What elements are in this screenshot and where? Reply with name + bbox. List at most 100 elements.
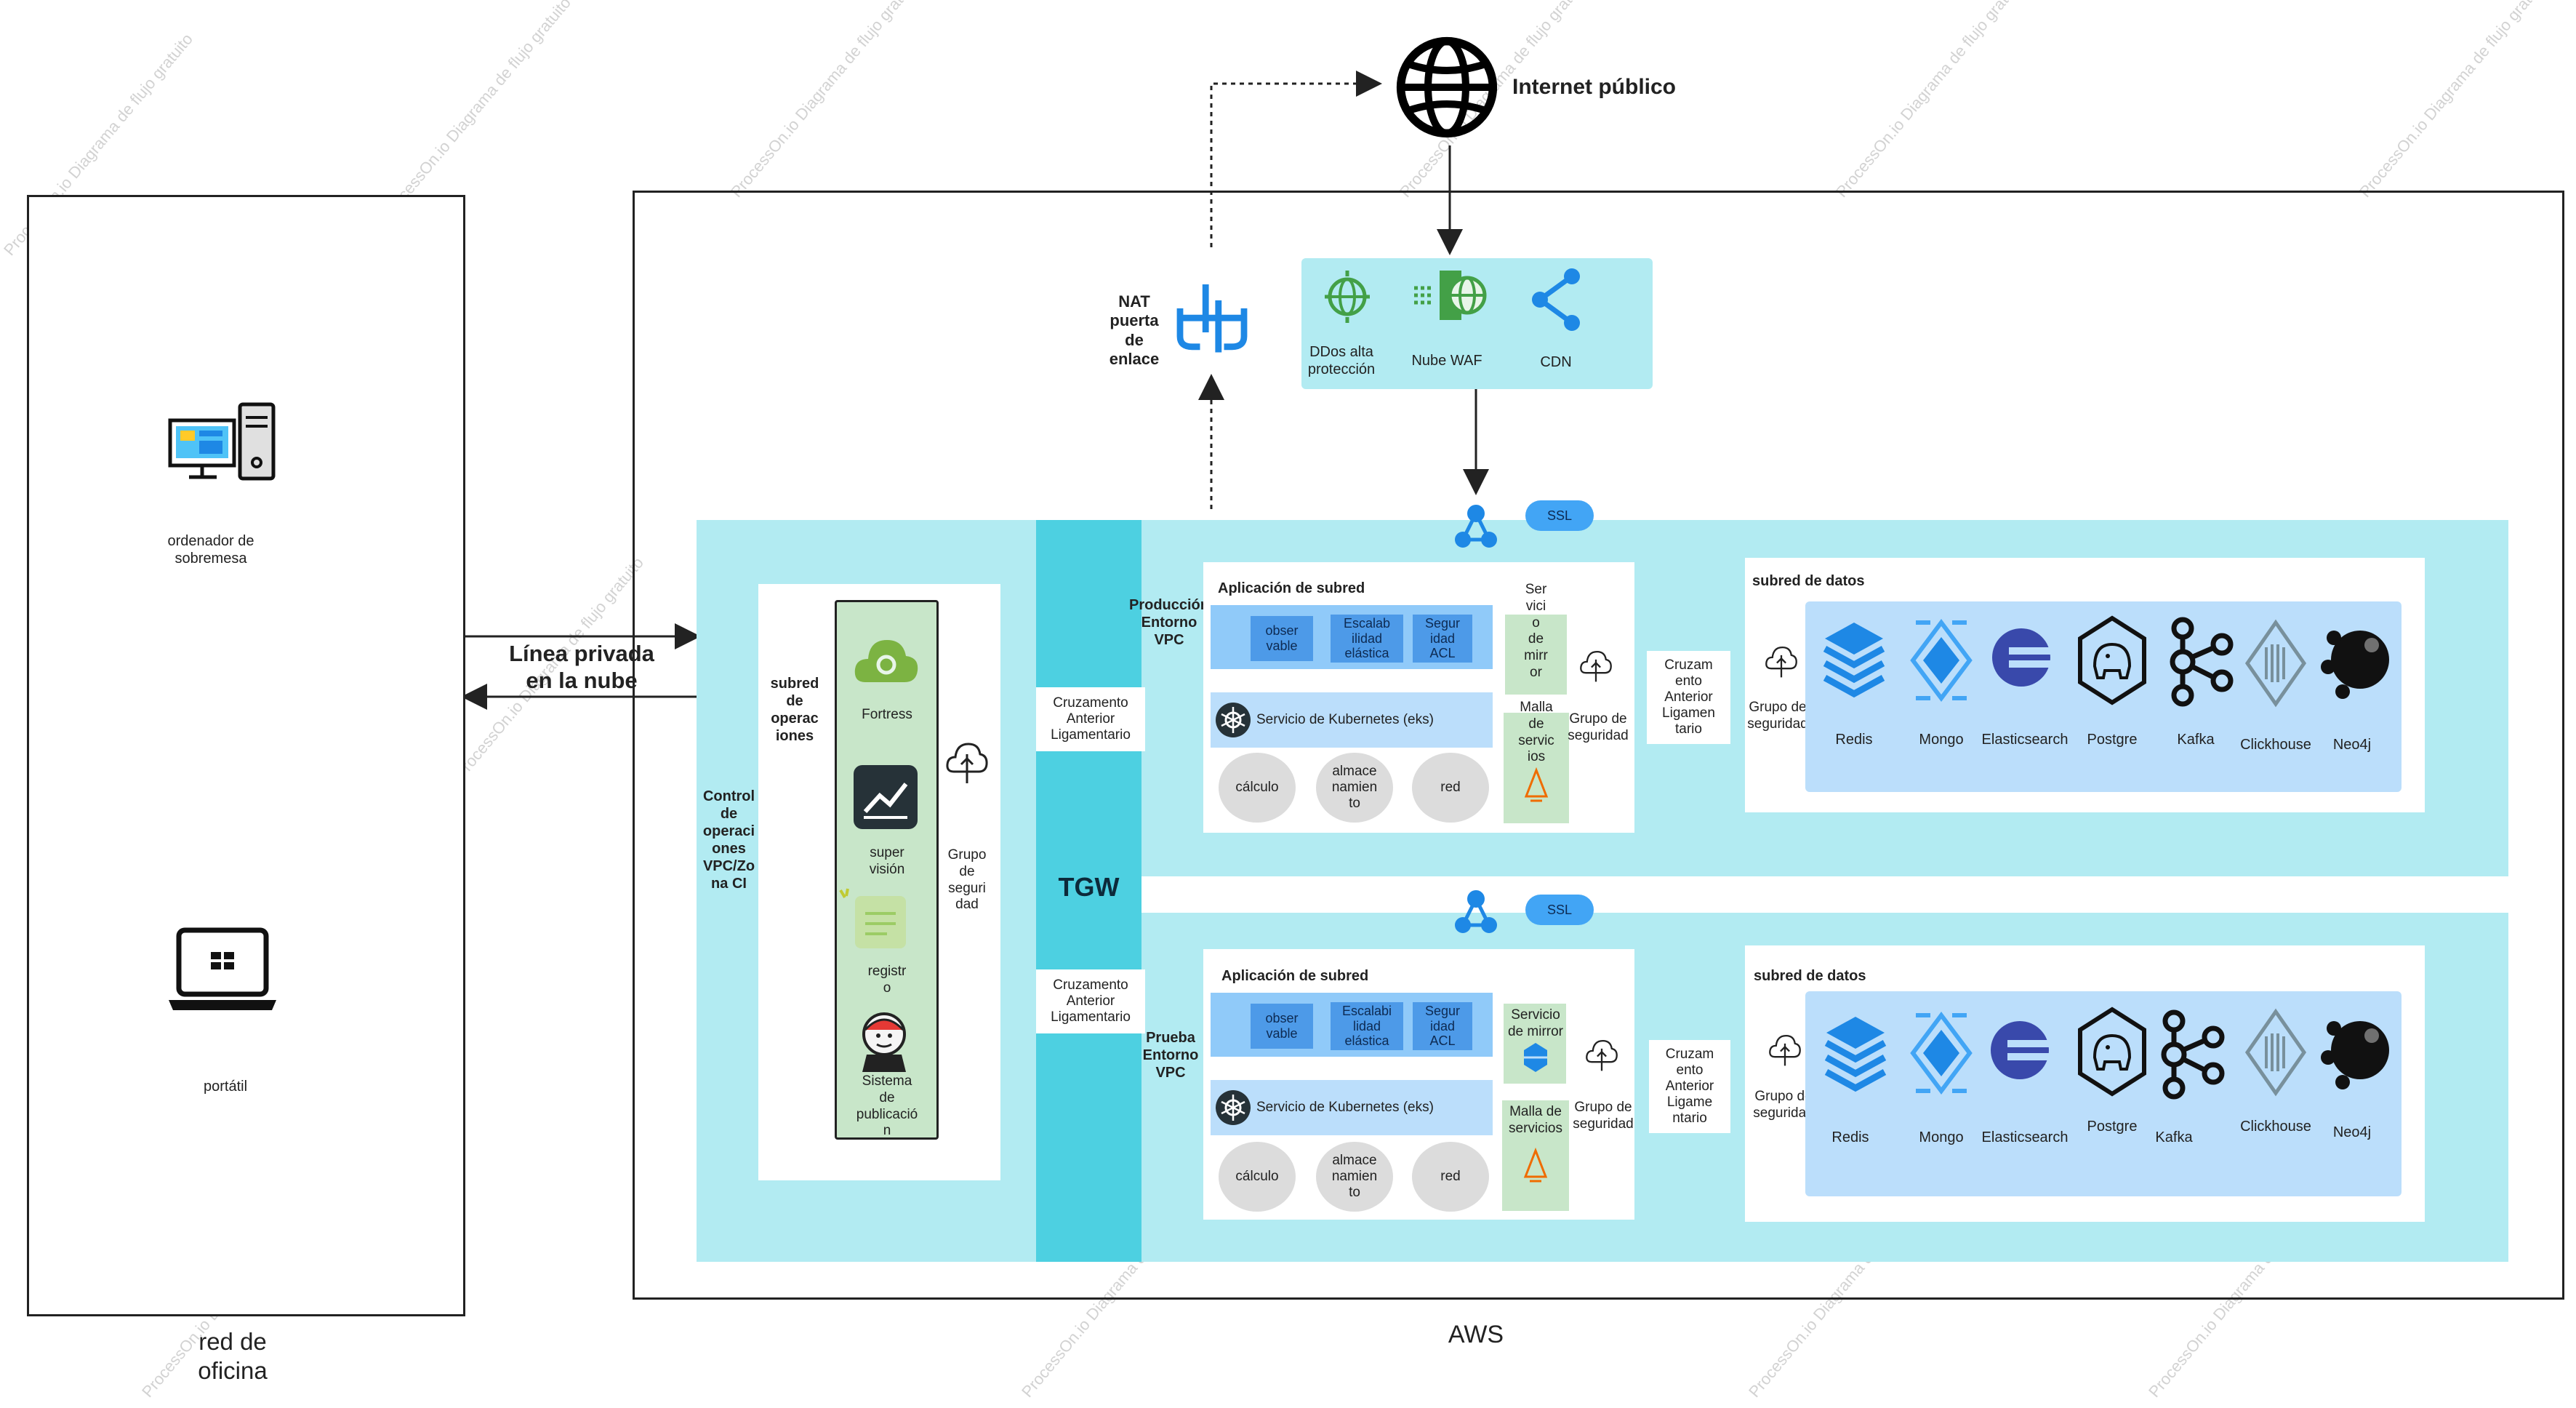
test-compute: cálculo [1219, 1142, 1296, 1212]
cloud-waf-icon [1414, 271, 1487, 320]
test-storage: almace namien to [1316, 1142, 1393, 1212]
test-db-clickhouse-label: Clickhouse [2240, 1119, 2311, 1135]
aws-frame [633, 191, 2564, 1300]
tgw-label: TGW [1058, 872, 1120, 902]
jenkins-icon [862, 1012, 906, 1072]
elasticsearch-icon [1991, 1021, 2053, 1079]
security-group-icon [1769, 1034, 1801, 1066]
prod-k8s-label: Servicio de Kubernetes (eks) [1256, 712, 1434, 727]
monitoring-label: super visión [869, 845, 905, 877]
nat-gateway-icon [1176, 284, 1248, 353]
ops-subnet-label: subred de operac iones [770, 676, 819, 744]
nat-gateway-label: NAT puerta de enlace [1109, 292, 1160, 369]
test-db-neo4j-label: Neo4j [2332, 1124, 2372, 1140]
prod-db-redis-label: Redis [1835, 732, 1873, 748]
aws-caption: AWS [1448, 1321, 1504, 1348]
neo4j-icon [2321, 1021, 2389, 1089]
elasticsearch-icon [1992, 628, 2054, 687]
security-group-icon [1586, 1039, 1618, 1071]
tgw-column [1036, 520, 1141, 1262]
postgres-icon [2078, 1007, 2146, 1097]
test-db-mongo-label: Mongo [1919, 1129, 1964, 1145]
prod-storage: almace namien to [1316, 753, 1393, 823]
globe-icon [1396, 36, 1498, 138]
ssl-badge: SSL [1525, 895, 1594, 925]
internet-label: Internet público [1512, 75, 1676, 99]
prod-app-subnet-title: Aplicación de subred [1218, 580, 1365, 596]
ddos-protection-icon [1325, 271, 1370, 323]
waf-label: Nube WAF [1411, 353, 1482, 369]
redis-icon [1823, 623, 1885, 698]
prod-db-mongo-label: Mongo [1919, 732, 1964, 748]
log-label: registr o [867, 964, 907, 996]
test-db-elasticsearch-label: Elasticsearch [1981, 1129, 2069, 1145]
test-db-redis-label: Redis [1831, 1129, 1869, 1145]
prod-data-peering: Cruzam ento Anterior Ligamen tario [1647, 651, 1730, 744]
security-group-icon [1580, 650, 1612, 682]
cdn-label: CDN [1540, 354, 1572, 370]
test-env-label: Prueba Entorno VPC [1142, 1030, 1199, 1081]
test-data-subnet-title: subred de datos [1754, 968, 1866, 984]
tgw-peering-test: Cruzamento Anterior Ligamentario [1036, 969, 1145, 1033]
prod-sg1-label: Grupo de seguridad [1568, 711, 1629, 743]
tgw-peering-prod: Cruzamento Anterior Ligamentario [1036, 687, 1145, 751]
laptop-label: portátil [203, 1079, 248, 1095]
test-elastic-scaling-chip: Escalabi lidad elástica [1331, 1002, 1403, 1050]
private-line-label: Línea privada en la nube [509, 641, 654, 694]
laptop-icon [169, 927, 276, 1010]
prod-sg2-label: Grupo de seguridad [1747, 700, 1808, 732]
office-network-caption: red de oficina [198, 1328, 268, 1384]
kubernetes-icon [1216, 703, 1251, 737]
test-security-acl-chip: Segur idad ACL [1413, 1002, 1472, 1050]
prod-service-mesh-label: Malla de servic ios [1518, 700, 1554, 765]
test-data-peering: Cruzam ento Anterior Ligame ntario [1649, 1040, 1730, 1133]
test-k8s-label: Servicio de Kubernetes (eks) [1256, 1100, 1434, 1115]
istio-icon [1524, 767, 1549, 802]
test-databases-area [1805, 991, 2402, 1196]
office-network-frame [27, 195, 465, 1316]
prod-db-clickhouse-label: Clickhouse [2240, 737, 2311, 753]
istio-icon [1523, 1148, 1548, 1183]
prod-db-neo4j-label: Neo4j [2332, 737, 2372, 753]
prod-mirror-service-box [1505, 615, 1567, 695]
desktop-label: ordenador de sobremesa [167, 533, 254, 567]
test-network: red [1412, 1142, 1489, 1212]
prod-observable-chip: obser vable [1251, 616, 1313, 661]
cdn-icon [1532, 268, 1580, 331]
prod-data-subnet-title: subred de datos [1752, 573, 1865, 589]
kafka-icon [2161, 1009, 2225, 1100]
kafka-icon [2170, 617, 2234, 707]
prod-elastic-scaling-chip: Escalab ilidad elástica [1331, 615, 1403, 663]
test-db-postgres-label: Postgre [2087, 1119, 2138, 1135]
postgres-icon [2078, 615, 2146, 705]
desktop-computer-icon [168, 402, 276, 481]
test-service-mesh-box [1502, 1100, 1569, 1211]
ops-vpc-label: Control de operaci ones VPC/Zo na CI [702, 788, 755, 892]
ssl-badge: SSL [1525, 500, 1594, 531]
test-k8s-row [1211, 1080, 1493, 1135]
neo4j-icon [2321, 631, 2389, 699]
test-service-mesh-label: Malla de servicios [1509, 1104, 1562, 1136]
ops-security-group-label: Grupo de seguri dad [947, 847, 987, 913]
clickhouse-icon [2244, 619, 2307, 708]
fortress-label: Fortress [862, 707, 912, 722]
production-env-label: Producción Entorno VPC [1128, 597, 1209, 648]
prod-security-acl-chip: Segur idad ACL [1413, 615, 1472, 663]
test-observable-chip: obser vable [1251, 1004, 1313, 1049]
test-app-subnet-title: Aplicación de subred [1221, 968, 1369, 984]
load-balancer-icon [1455, 505, 1497, 548]
test-mirror-service-label: Servicio de mirror [1507, 1007, 1563, 1039]
ddos-label: DDos alta protección [1307, 344, 1376, 377]
prod-compute: cálculo [1219, 753, 1296, 823]
redis-icon [1824, 1017, 1887, 1092]
prod-network: red [1412, 753, 1489, 823]
load-balancer-icon [1455, 890, 1497, 933]
mongo-icon [1910, 619, 1973, 702]
security-group-icon [946, 743, 988, 783]
prod-k8s-row [1211, 692, 1493, 748]
prod-db-elasticsearch-label: Elasticsearch [1981, 732, 2069, 748]
mirror-service-icon [1524, 1043, 1547, 1072]
test-db-kafka-label: Kafka [2155, 1129, 2193, 1145]
test-sg1-label: Grupo de seguridad [1573, 1100, 1634, 1132]
monitoring-icon [854, 765, 918, 829]
